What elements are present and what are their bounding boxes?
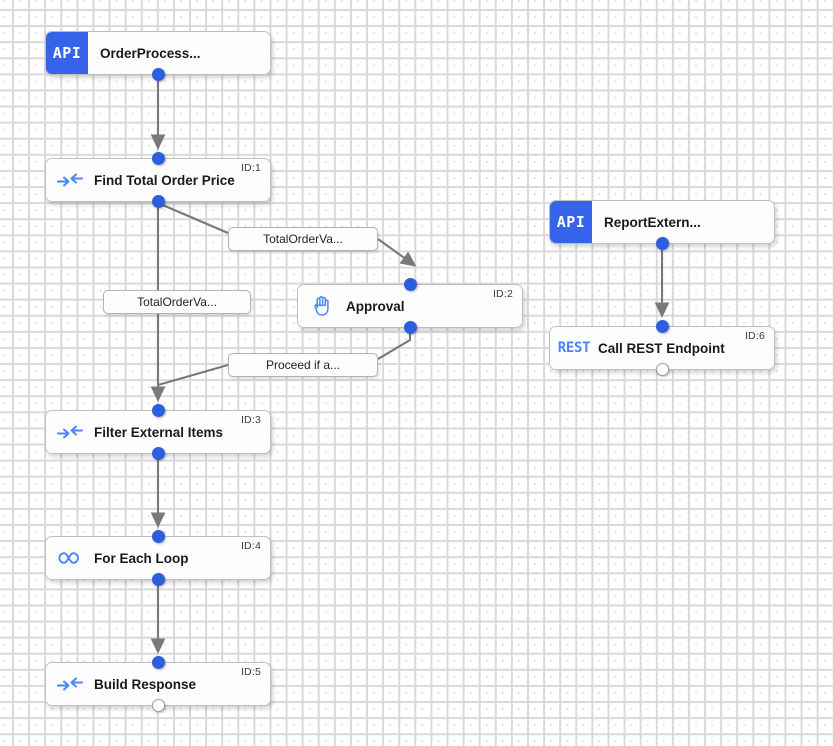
node-id-label: ID:4 bbox=[240, 540, 261, 552]
edge-label-total-order-value-top[interactable]: TotalOrderVa... bbox=[228, 227, 378, 251]
node-id-label: ID:3 bbox=[240, 414, 261, 426]
node-title: For Each Loop bbox=[94, 550, 189, 566]
transform-arrows-icon bbox=[46, 676, 94, 692]
transform-arrows-icon bbox=[46, 424, 94, 440]
port-foreach-in[interactable] bbox=[151, 529, 165, 543]
port-call-rest-out[interactable] bbox=[655, 362, 669, 376]
edge-label-total-order-value-left[interactable]: TotalOrderVa... bbox=[103, 290, 251, 314]
node-id-label: ID:6 bbox=[744, 330, 765, 342]
node-title: Filter External Items bbox=[94, 424, 224, 440]
node-report-extern[interactable]: API ReportExtern... bbox=[549, 200, 775, 244]
infinity-icon bbox=[46, 550, 94, 566]
rest-icon: REST bbox=[550, 340, 598, 356]
port-order-process-out[interactable] bbox=[151, 67, 165, 81]
api-badge-icon: API bbox=[550, 201, 592, 243]
port-approval-in[interactable] bbox=[403, 277, 417, 291]
node-id-label: ID:1 bbox=[240, 162, 261, 174]
port-filter-in[interactable] bbox=[151, 403, 165, 417]
port-report-extern-out[interactable] bbox=[655, 236, 669, 250]
api-badge-icon: API bbox=[46, 32, 88, 74]
hand-icon bbox=[298, 295, 346, 317]
node-title: Find Total Order Price bbox=[94, 172, 235, 188]
edge-label-proceed-if-approved[interactable]: Proceed if a... bbox=[228, 353, 378, 377]
node-title: Build Response bbox=[94, 676, 197, 692]
rest-icon-label: REST bbox=[557, 340, 591, 356]
transform-arrows-icon bbox=[46, 172, 94, 188]
edge-label-text: Proceed if a... bbox=[265, 358, 341, 372]
port-find-total-in[interactable] bbox=[151, 151, 165, 165]
node-for-each-loop[interactable]: For Each Loop ID:4 bbox=[45, 536, 271, 580]
node-title: OrderProcess... bbox=[100, 45, 201, 61]
node-title: ReportExtern... bbox=[604, 214, 701, 230]
port-foreach-out[interactable] bbox=[151, 572, 165, 586]
node-filter-external-items[interactable]: Filter External Items ID:3 bbox=[45, 410, 271, 454]
node-title: Call REST Endpoint bbox=[598, 340, 725, 356]
port-find-total-out[interactable] bbox=[151, 194, 165, 208]
node-id-label: ID:2 bbox=[492, 288, 513, 300]
port-approval-out[interactable] bbox=[403, 320, 417, 334]
edge-label-text: TotalOrderVa... bbox=[263, 232, 343, 246]
node-order-process[interactable]: API OrderProcess... bbox=[45, 31, 271, 75]
port-filter-out[interactable] bbox=[151, 446, 165, 460]
port-build-response-out[interactable] bbox=[151, 698, 165, 712]
port-build-response-in[interactable] bbox=[151, 655, 165, 669]
node-title: Approval bbox=[346, 298, 405, 314]
port-call-rest-in[interactable] bbox=[655, 319, 669, 333]
edge-label-text: TotalOrderVa... bbox=[137, 295, 217, 309]
node-id-label: ID:5 bbox=[240, 666, 261, 678]
